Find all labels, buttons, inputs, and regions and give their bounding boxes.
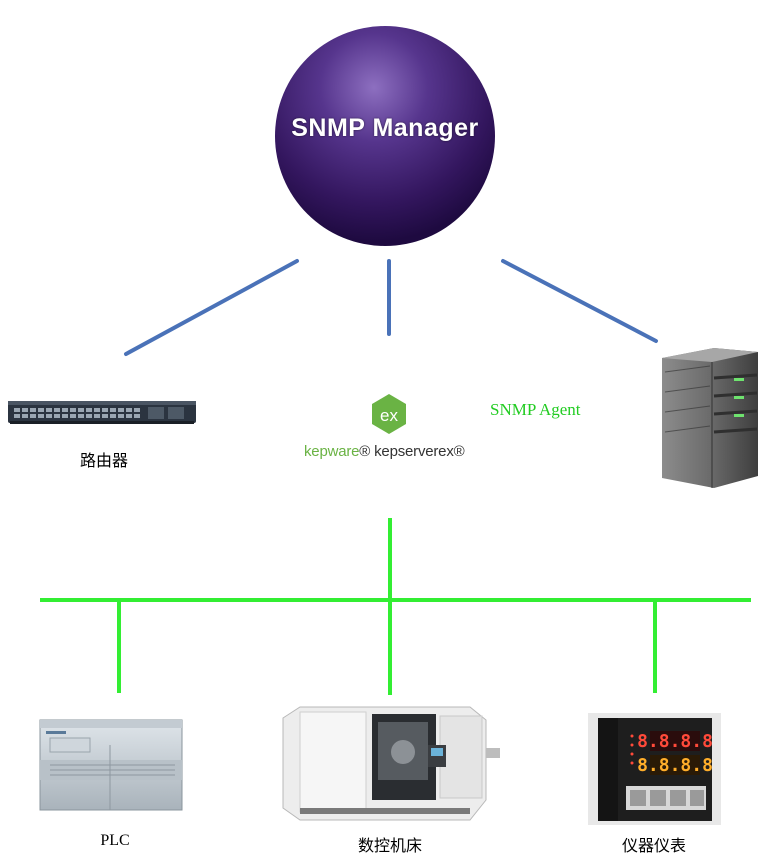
snmp-agent-label: SNMP Agent — [490, 400, 581, 419]
cnc-label: 数控机床 — [357, 838, 422, 855]
kepware-logo-icon: ex — [372, 394, 406, 434]
cnc-machine-icon — [282, 706, 500, 821]
manager-links — [124, 259, 658, 356]
svg-text:ex: ex — [380, 406, 398, 425]
router-icon — [8, 401, 196, 424]
svg-text:8.8.8.8: 8.8.8.8 — [637, 731, 713, 752]
link-to-router — [124, 259, 299, 356]
kepware-wordmark: kepware® kepserverex® — [304, 443, 465, 460]
instrument-meter-icon: 8.8.8.8 8.8.8.8 — [588, 713, 721, 825]
field-bus — [40, 518, 751, 695]
router-label: 路由器 — [79, 453, 128, 470]
link-to-server — [501, 259, 658, 343]
server-icon — [662, 348, 758, 488]
plc-label: PLC — [100, 832, 130, 849]
svg-text:8.8.8.8: 8.8.8.8 — [637, 755, 713, 776]
plc-icon — [39, 719, 183, 811]
instrument-label: 仪器仪表 — [621, 838, 686, 855]
kepware-brand-text: kepware — [304, 443, 360, 460]
snmp-manager-label: SNMP Manager — [291, 114, 479, 142]
snmp-manager-sphere — [275, 26, 495, 246]
kepserverex-text: kepserverex — [374, 443, 454, 460]
